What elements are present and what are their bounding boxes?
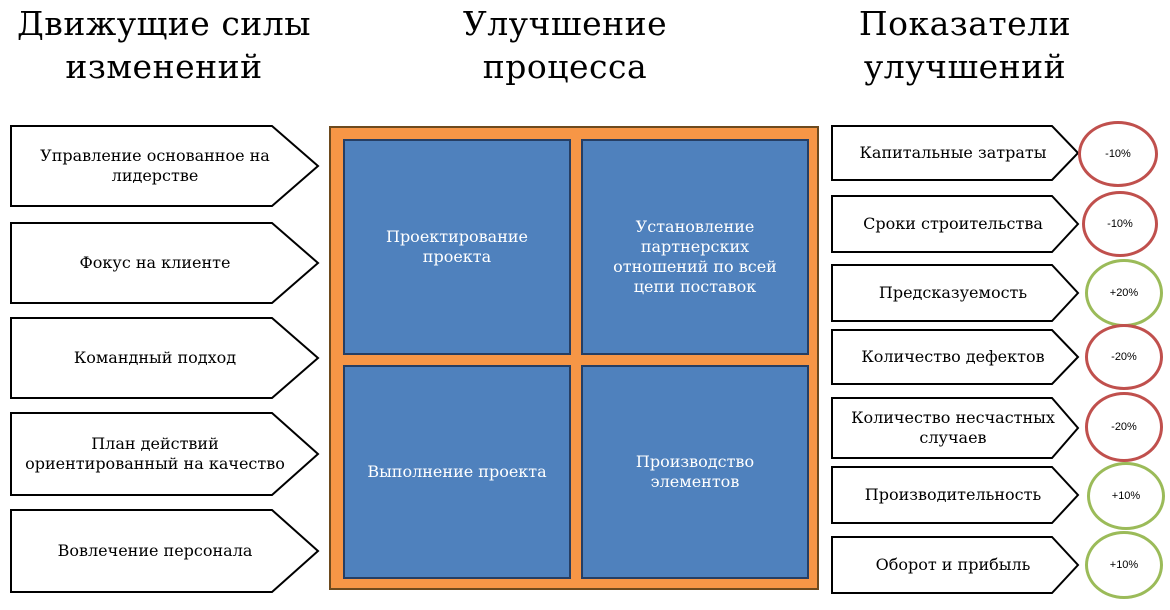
process-frame: Проектирование проекта Установление парт… xyxy=(329,126,819,590)
driver-arrow-shape xyxy=(10,412,320,496)
process-block-design: Проектирование проекта xyxy=(343,139,571,355)
indicator-label: Предсказуемость xyxy=(878,283,1028,302)
indicator-arrow-shape xyxy=(831,125,1080,181)
driver-arrow-shape xyxy=(10,317,320,399)
process-block-partnership: Установление партнерских отношений по вс… xyxy=(581,139,809,355)
indicator-arrow-shape xyxy=(831,329,1080,385)
indicator-arrow-shape xyxy=(831,397,1080,459)
driver-label: Управление основанное на лидерстве xyxy=(40,146,270,185)
indicator-label: Производительность xyxy=(864,485,1042,504)
indicator-change-badge: -10% xyxy=(1078,121,1158,187)
driver-label: План действий ориентированный на качеств… xyxy=(25,434,285,473)
driver-arrow-shape xyxy=(10,222,320,304)
indicator-label: Количество дефектов xyxy=(861,347,1045,366)
indicator-change-badge: -10% xyxy=(1082,191,1158,257)
indicator-change-badge: -20% xyxy=(1085,324,1163,390)
indicator-label: Количество несчастных случаев xyxy=(851,408,1055,447)
indicator-change-badge: +20% xyxy=(1085,259,1163,327)
indicator-change-badge: +10% xyxy=(1085,531,1163,599)
driver-label: Вовлечение персонала xyxy=(57,541,253,560)
indicator-label: Оборот и прибыль xyxy=(875,555,1031,574)
indicator-label: Сроки строительства xyxy=(863,214,1043,233)
indicator-arrow-shape xyxy=(831,195,1080,253)
indicators-heading: Показатели улучшений xyxy=(858,4,1072,86)
indicator-change-badge: +10% xyxy=(1087,462,1165,530)
indicator-arrow-shape xyxy=(831,264,1080,322)
process-block-execution: Выполнение проекта xyxy=(343,365,571,579)
drivers-heading: Движущие силы изменений xyxy=(16,4,312,86)
indicator-arrow-shape xyxy=(831,466,1080,524)
driver-label: Фокус на клиенте xyxy=(79,253,231,272)
indicator-label: Капитальные затраты xyxy=(859,143,1047,162)
driver-label: Командный подход xyxy=(73,348,237,367)
process-block-production: Производство элементов xyxy=(581,365,809,579)
driver-arrow-shape xyxy=(10,125,320,207)
process-heading: Улучшение процесса xyxy=(462,4,668,86)
indicator-arrow-shape xyxy=(831,536,1080,594)
driver-arrow-shape xyxy=(10,509,320,593)
indicator-change-badge: -20% xyxy=(1085,392,1163,462)
